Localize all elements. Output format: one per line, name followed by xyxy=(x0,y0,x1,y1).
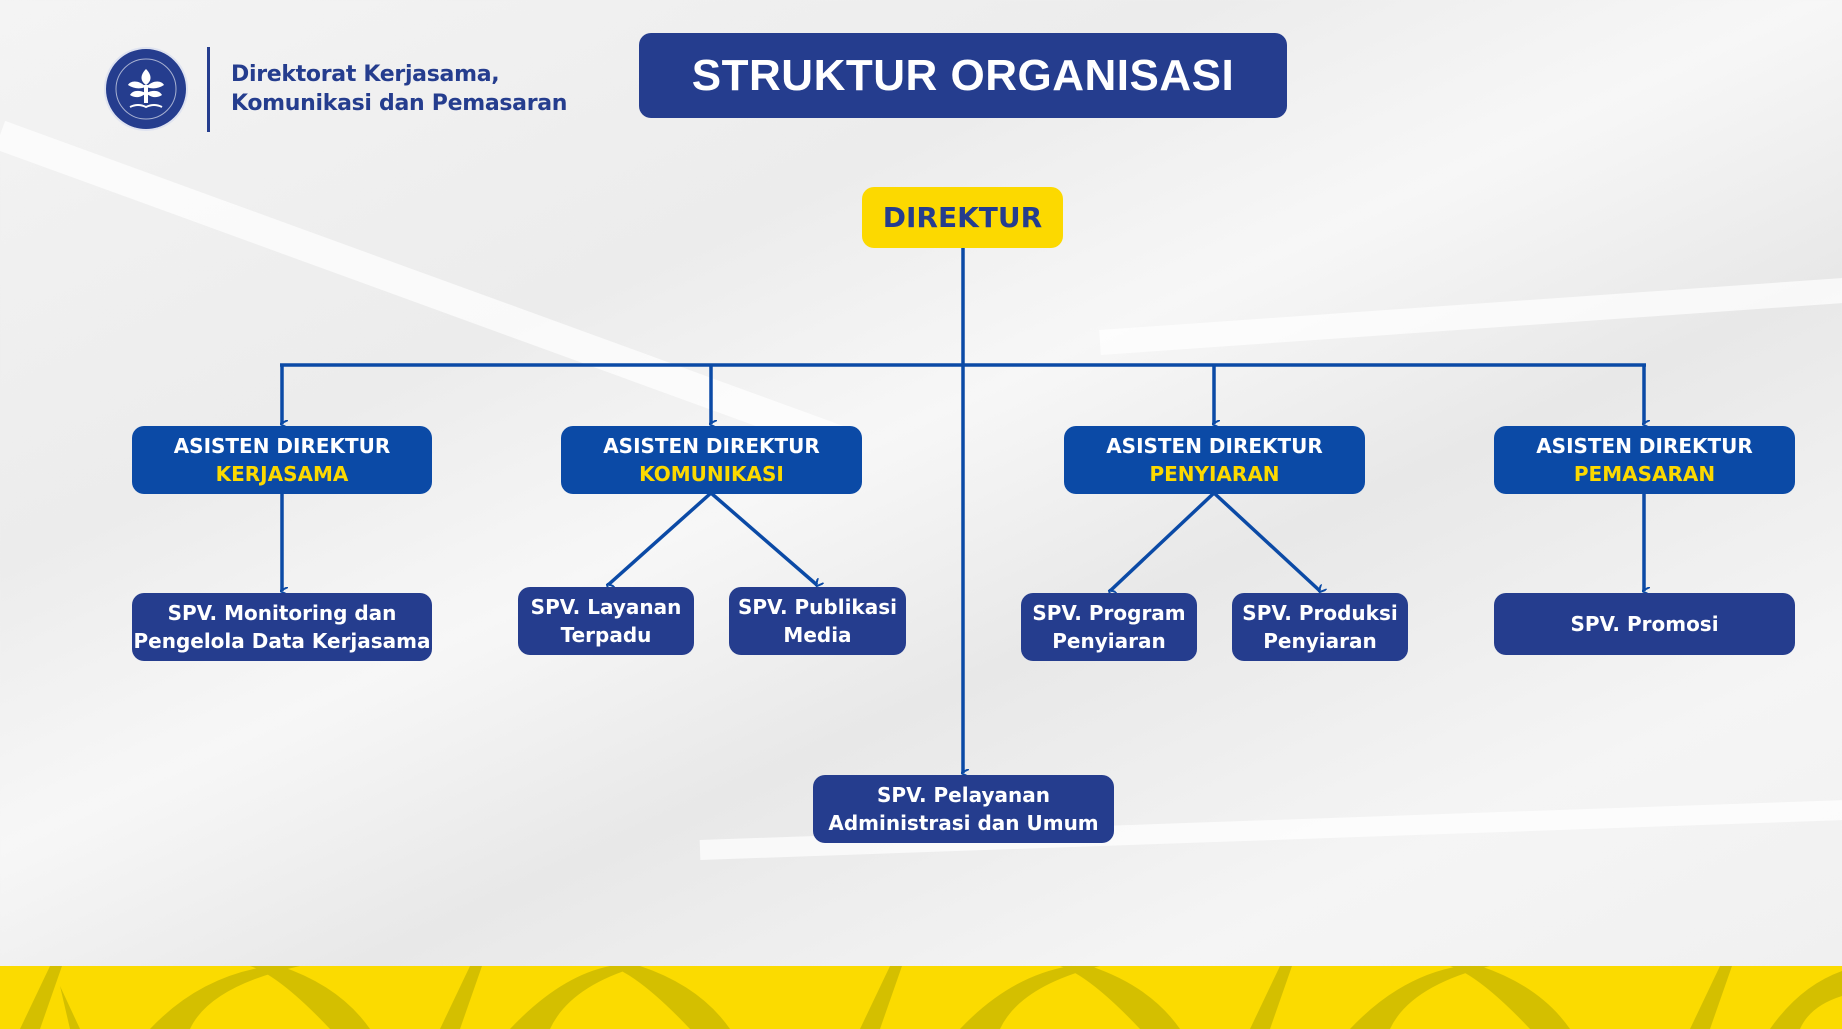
page-title: STRUKTUR ORGANISASI xyxy=(639,33,1287,118)
assistant-unit: KOMUNIKASI xyxy=(639,462,784,486)
spv-line2: Administrasi dan Umum xyxy=(828,811,1099,835)
spv-line1: SPV. Promosi xyxy=(1570,612,1719,636)
assistant-unit: PEMASARAN xyxy=(1573,462,1716,486)
spv-line2: Pengelola Data Kerjasama xyxy=(133,629,431,653)
spv-line2: Penyiaran xyxy=(1052,629,1166,653)
spv-line1: SPV. Program xyxy=(1032,601,1186,625)
spv-line1: SPV. Pelayanan xyxy=(877,783,1050,807)
assistant-prefix: ASISTEN DIREKTUR xyxy=(1106,434,1323,458)
spv-line1: SPV. Monitoring dan xyxy=(167,601,397,625)
spv-line1: SPV. Layanan xyxy=(530,595,682,619)
organization-name: Direktorat Kerjasama, Komunikasi dan Pem… xyxy=(231,60,567,118)
assistant-prefix: ASISTEN DIREKTUR xyxy=(1536,434,1753,458)
spv-promosi: SPV. Promosi xyxy=(1494,593,1795,655)
assistant-unit: KERJASAMA xyxy=(215,462,349,486)
header-divider xyxy=(207,47,210,132)
assistant-prefix: ASISTEN DIREKTUR xyxy=(603,434,820,458)
spv-line2: Terpadu xyxy=(560,623,652,647)
spv-line1: SPV. Publikasi xyxy=(737,595,897,619)
assistant-prefix: ASISTEN DIREKTUR xyxy=(173,434,391,458)
ipb-logo xyxy=(104,47,188,131)
assistant-unit: PENYIARAN xyxy=(1149,462,1280,486)
assistant-director-komunikasi: ASISTEN DIREKTUR KOMUNIKASI xyxy=(561,426,862,494)
assistant-director-penyiaran: ASISTEN DIREKTUR PENYIARAN xyxy=(1064,426,1365,494)
assistant-director-pemasaran: ASISTEN DIREKTUR PEMASARAN xyxy=(1494,426,1795,494)
assistant-director-kerjasama: ASISTEN DIREKTUR KERJASAMA xyxy=(132,426,432,494)
org-name-line2: Komunikasi dan Pemasaran xyxy=(231,91,568,116)
org-name-line1: Direktorat Kerjasama, xyxy=(231,62,500,87)
spv-line1: SPV. Produksi xyxy=(1242,601,1398,625)
spv-line2: Penyiaran xyxy=(1263,629,1377,653)
footer-pattern-band xyxy=(0,966,1842,1029)
spv-line2: Media xyxy=(783,623,852,647)
director-box: DIREKTUR xyxy=(862,187,1063,248)
